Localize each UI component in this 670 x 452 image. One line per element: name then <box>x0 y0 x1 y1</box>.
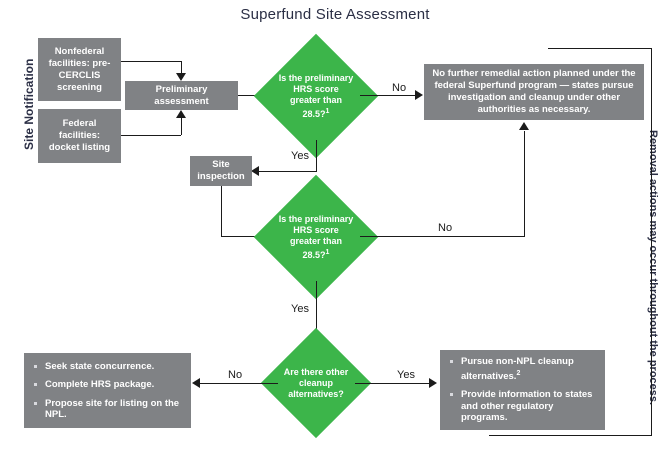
edge-decision2-yes-v <box>316 281 317 338</box>
npl-actions-list: Seek state concurrence. Complete HRS pac… <box>29 361 186 421</box>
arrowhead-decision2-no <box>519 122 529 130</box>
list-item: Seek state concurrence. <box>29 361 186 373</box>
decision3-text: Are there other cleanup alternatives? <box>283 366 349 399</box>
frame-bottom-line <box>489 435 652 436</box>
edge-nonfederal-to-pa-h <box>121 61 181 62</box>
node-nonfederal-facilities[interactable]: Nonfederal facilities: pre-CERCLIS scree… <box>38 38 121 101</box>
edge-si-to-decision2-v <box>221 186 222 236</box>
non-npl-item-0-text: Pursue non-NPL cleanup alternatives. <box>461 356 574 382</box>
node-site-inspection-label: Site inspection <box>197 159 245 182</box>
page-title: Superfund Site Assessment <box>240 6 430 23</box>
edge-decision2-no-h <box>360 236 525 237</box>
node-site-inspection[interactable]: Site inspection <box>190 156 252 186</box>
decision2-text: Is the preliminary HRS score greater tha… <box>278 213 354 260</box>
decision2-label: Is the preliminary HRS score greater tha… <box>272 193 360 281</box>
decision1-label: Is the preliminary HRS score greater tha… <box>272 52 360 140</box>
edge-decision3-no <box>200 383 278 384</box>
node-no-further-action[interactable]: No further remedial action planned under… <box>424 64 644 120</box>
edge-decision1-no <box>360 95 417 96</box>
node-non-npl-cleanup[interactable]: Pursue non-NPL cleanup alternatives.2 Pr… <box>440 350 605 430</box>
list-item: Propose site for listing on the NPL. <box>29 398 186 421</box>
edge-label-decision2-no: No <box>438 222 453 234</box>
arrowhead-decision3-no <box>192 378 200 388</box>
frame-top-line <box>548 48 652 49</box>
arrowhead-decision1-yes <box>251 166 259 176</box>
edge-nonfederal-to-pa-v <box>181 61 182 73</box>
edge-federal-to-pa-v <box>181 118 182 135</box>
edge-decision1-yes-v <box>316 140 317 171</box>
node-decision-other-cleanup-alternatives[interactable]: Are there other cleanup alternatives? <box>260 327 372 439</box>
edge-label-decision1-no: No <box>392 82 407 94</box>
frame-right-line <box>651 48 652 436</box>
edge-decision1-yes-h <box>259 171 317 172</box>
edge-decision2-no-v <box>524 131 525 237</box>
edge-decision3-yes <box>355 383 431 384</box>
node-decision-preliminary-hrs-2[interactable]: Is the preliminary HRS score greater tha… <box>253 174 379 300</box>
list-item: Complete HRS package. <box>29 379 186 391</box>
edge-federal-to-pa-h <box>121 135 181 136</box>
arrowhead-decision3-yes <box>429 378 437 388</box>
site-notification-group-label: Site Notification <box>22 58 36 150</box>
node-nonfederal-facilities-label: Nonfederal facilities: pre-CERCLIS scree… <box>48 45 111 93</box>
arrowhead-federal-to-pa <box>176 110 186 118</box>
decision2-footnote: 1 <box>325 248 330 256</box>
node-decision-preliminary-hrs-1[interactable]: Is the preliminary HRS score greater tha… <box>253 33 379 159</box>
decision1-text: Is the preliminary HRS score greater tha… <box>278 72 354 119</box>
removal-actions-note-label: Removal actions may occur throughout the… <box>647 130 659 406</box>
arrowhead-nonfederal-to-pa <box>176 73 186 81</box>
decision3-label: Are there other cleanup alternatives? <box>277 344 355 422</box>
edge-pa-to-decision1 <box>238 95 265 96</box>
list-item: Pursue non-NPL cleanup alternatives.2 <box>445 356 600 382</box>
edge-si-to-decision2-h <box>221 236 265 237</box>
non-npl-cleanup-list: Pursue non-NPL cleanup alternatives.2 Pr… <box>445 356 600 424</box>
decision1-footnote: 1 <box>325 107 330 115</box>
node-preliminary-assessment[interactable]: Preliminary assessment <box>125 81 238 110</box>
arrowhead-decision1-no <box>415 90 423 100</box>
edge-label-decision1-yes: Yes <box>291 150 309 162</box>
node-no-further-action-label: No further remedial action planned under… <box>432 68 636 115</box>
edge-label-decision2-yes: Yes <box>291 303 309 315</box>
list-item: Provide information to states and other … <box>445 389 600 424</box>
node-federal-facilities-label: Federal facilities: docket listing <box>48 118 111 153</box>
edge-label-decision3-yes: Yes <box>397 369 415 381</box>
node-federal-facilities[interactable]: Federal facilities: docket listing <box>38 109 121 163</box>
node-npl-actions[interactable]: Seek state concurrence. Complete HRS pac… <box>24 353 191 428</box>
node-preliminary-assessment-label: Preliminary assessment <box>154 83 209 107</box>
edge-label-decision3-no: No <box>228 369 243 381</box>
non-npl-item-0-footnote: 2 <box>516 369 521 377</box>
